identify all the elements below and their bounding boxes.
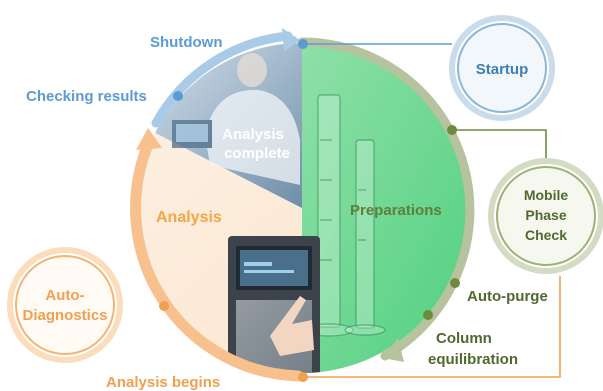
auto-purge-dot: [450, 278, 460, 288]
analysis-begins-connector: [303, 276, 561, 378]
mobile-phase-line1: Mobile: [524, 187, 569, 203]
checking-results-label: Checking results: [26, 88, 147, 105]
mobile-phase-line3: Check: [525, 227, 567, 243]
auto-diagnostics-dot: [159, 301, 169, 311]
graduated-cylinders-icon: [304, 94, 386, 337]
preparations-label: Preparations: [350, 202, 442, 219]
auto-diagnostics-circle: Auto- Diagnostics: [7, 247, 123, 363]
mobile-phase-circle: Mobile Phase Check: [488, 158, 603, 274]
startup-circle-label: Startup: [476, 61, 529, 78]
checking-results-dot: [173, 91, 183, 101]
auto-diagnostics-line2: Diagnostics: [22, 307, 107, 324]
analysis-begins-dot: [298, 372, 308, 382]
analysis-begins-label: Analysis begins: [106, 374, 220, 391]
orange-arc: [130, 134, 304, 382]
column-equilibration-dot: [423, 310, 433, 320]
column-equilibration-line1: Column: [436, 330, 492, 347]
auto-diagnostics-line1: Auto-: [45, 287, 84, 304]
scientist-at-workstation-icon: [172, 53, 300, 185]
analysis-complete-line2: complete: [224, 145, 290, 162]
startup-dot: [298, 39, 308, 49]
blue-arc: [151, 31, 293, 128]
step-dots: [159, 39, 460, 382]
preparations-segment: [302, 43, 467, 373]
mobile-phase-dot: [447, 125, 457, 135]
equilibration-arrow-icon: [383, 338, 404, 362]
mobile-phase-connector: [452, 129, 547, 158]
shutdown-label: Shutdown: [150, 34, 222, 51]
column-equilibration-line2: equilibration: [428, 351, 518, 368]
analysis-label: Analysis: [156, 209, 222, 226]
analysis-complete-line1: Analysis: [222, 126, 284, 143]
analysis-arrow-icon: [136, 128, 162, 150]
auto-purge-label: Auto-purge: [467, 288, 548, 305]
hplc-instrument-touchscreen-icon: [228, 236, 320, 373]
shutdown-arrow-icon: [282, 28, 300, 52]
startup-circle: Startup: [449, 15, 555, 121]
mobile-phase-line2: Phase: [525, 207, 566, 223]
green-arc: [297, 37, 475, 361]
connector-lines: [303, 43, 561, 378]
outer-ring: [130, 31, 475, 382]
